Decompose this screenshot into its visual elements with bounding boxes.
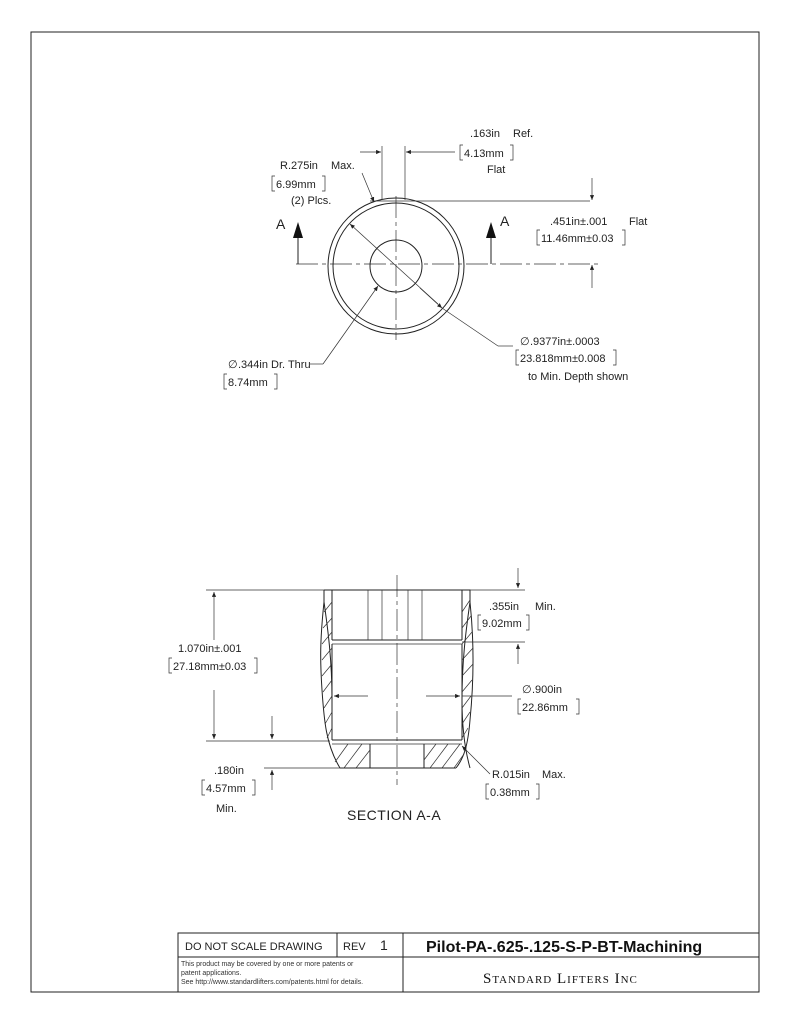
overall-value: 1.070in±.001 [178, 643, 242, 655]
hatch-right-wall [461, 599, 474, 739]
do-not-scale-text: DO NOT SCALE DRAWING [185, 941, 323, 953]
bracket [536, 229, 540, 246]
flat-height-note: Flat [629, 216, 647, 228]
id-value: .900in [532, 684, 562, 696]
od-dia-symbol: ∅ [520, 336, 530, 348]
radius-max: Max. [331, 160, 355, 172]
flat-width-note: Flat [487, 164, 505, 176]
section-arrow-right-head [486, 222, 496, 238]
bracket [510, 144, 514, 161]
overall-mm: 27.18mm±0.03 [173, 661, 246, 673]
radius-value: R.275in [280, 160, 318, 172]
flat-height-value: .451in±.001 [550, 216, 607, 228]
bracket [485, 783, 489, 800]
od-dim-line-b [419, 287, 443, 309]
bore-leader [322, 285, 379, 365]
section-view: 1.070in±.001 27.18mm±0.03 .355in Min. 9.… [168, 568, 580, 823]
bracket [477, 614, 481, 631]
corner-mm: 0.38mm [490, 787, 530, 799]
bracket [536, 783, 540, 800]
bracket [622, 229, 626, 246]
bracket [223, 373, 227, 390]
sheet-border [30, 31, 760, 993]
bracket [576, 698, 580, 715]
od-mm: 23.818mm±0.008 [520, 353, 606, 365]
bracket [517, 698, 521, 715]
outer-diameter-circle [327, 197, 465, 335]
cb-mm: 9.02mm [482, 618, 522, 630]
bracket [252, 779, 256, 796]
section-mark-right: A [500, 213, 510, 229]
patent-line-2: patent applications. [181, 970, 241, 977]
company-name: Standard Lifters Inc [483, 971, 638, 987]
title-block-frame [177, 932, 760, 993]
hatch-bottom-left [334, 743, 371, 769]
bore-mm: 8.74mm [228, 377, 268, 389]
section-mark-left: A [276, 216, 286, 232]
rev-label: REV [343, 941, 366, 953]
id-mm: 22.86mm [522, 702, 568, 714]
bore-value: .344in Dr. Thru [238, 359, 311, 371]
part-name: Pilot-PA-.625-.125-S-P-BT-Machining [426, 939, 702, 956]
flat-height-mm: 11.46mm±0.03 [541, 233, 613, 245]
bottom-value: .180in [214, 765, 244, 777]
corner-max: Max. [542, 769, 566, 781]
bore-dia-symbol: ∅ [228, 359, 238, 371]
bracket [459, 144, 463, 161]
cb-min: Min. [535, 601, 556, 613]
od-value: .9377in±.0003 [530, 336, 600, 348]
bracket [322, 175, 326, 192]
bracket [274, 373, 278, 390]
cb-value: .355in [489, 601, 519, 613]
bottom-mm: 4.57mm [206, 783, 246, 795]
section-arrow-left-head [293, 222, 303, 238]
od-leader [441, 307, 499, 347]
corner-value: R.015in [492, 769, 530, 781]
id-dia-symbol: ∅ [522, 684, 532, 696]
rev-value: 1 [380, 937, 388, 953]
top-view: A A .163in Ref. 4.13mm Flat R.275in Max.… [223, 128, 647, 390]
bracket [201, 779, 205, 796]
radius-note: (2) Plcs. [291, 195, 331, 207]
bracket [515, 349, 519, 366]
flat-width-value: .163in [470, 128, 500, 140]
bracket [168, 657, 172, 674]
bracket [613, 349, 617, 366]
bore-circle [369, 239, 423, 293]
patent-line-1: This product may be covered by one or mo… [181, 961, 354, 968]
flat-width-ref: Ref. [513, 128, 533, 140]
title-block: DO NOT SCALE DRAWING REV 1 Pilot-PA-.625… [177, 932, 760, 993]
section-label: SECTION A-A [347, 807, 441, 823]
hatch-left-wall [321, 601, 333, 739]
bracket [254, 657, 258, 674]
chamfer-circle [332, 202, 460, 330]
bottom-note: Min. [216, 803, 237, 815]
hatch-bottom-right [423, 743, 465, 769]
flat-width-mm: 4.13mm [464, 148, 504, 160]
outer-profile-left [320, 601, 341, 769]
bracket [526, 614, 530, 631]
radius-leader [361, 172, 375, 203]
od-note: to Min. Depth shown [528, 371, 628, 383]
bracket [271, 175, 275, 192]
patent-line-3: See http://www.standardlifters.com/paten… [181, 979, 363, 986]
corner-leader [461, 745, 491, 775]
radius-mm: 6.99mm [276, 179, 316, 191]
